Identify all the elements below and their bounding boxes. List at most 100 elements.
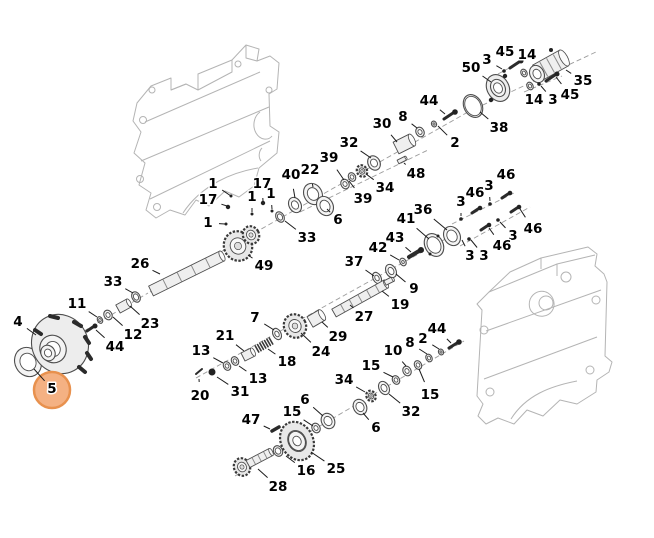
part-number-label[interactable]: 45 [559,86,581,105]
part-number-label[interactable]: 19 [389,296,411,315]
leader-line [349,304,354,309]
part-number-label[interactable]: 4 [12,313,24,332]
part-number-label[interactable]: 6 [332,211,344,230]
part-number-label[interactable]: 18 [276,353,298,372]
part-number-label[interactable]: 1 [202,214,214,233]
part-ring-inner [415,362,421,368]
part-ring-inner [464,95,482,117]
part-number-label[interactable]: 7 [249,309,261,328]
part-number-label[interactable]: 30 [371,115,393,134]
part-number-label[interactable]: 8 [404,334,416,353]
part-number-label[interactable]: 23 [139,315,161,334]
highlight-marker[interactable] [32,370,72,410]
part-number-label[interactable]: 44 [418,92,440,111]
part-number-label[interactable]: 15 [419,386,441,405]
part-number-label[interactable]: 25 [325,460,347,479]
part-number-label[interactable]: 39 [352,190,374,209]
part-number-label[interactable]: 1 [207,175,219,194]
part-number-label[interactable]: 5 [46,380,58,399]
part-number-label[interactable]: 24 [310,343,332,362]
part-number-label[interactable]: 34 [333,371,355,390]
part-number-label[interactable]: 3 [464,247,476,266]
part-number-label[interactable]: 3 [455,193,467,212]
part-number-label[interactable]: 41 [395,210,417,229]
part-number-label[interactable]: 14 [516,46,538,65]
housing-left-outline [182,167,259,214]
part-number-label[interactable]: 6 [370,419,382,438]
part-fastener-dot [502,69,506,73]
part-number-label[interactable]: 34 [374,179,396,198]
part-number-label[interactable]: 14 [523,91,545,110]
part-number-label[interactable]: 17 [251,175,273,194]
part-gear-bore [248,232,254,238]
part-fastener-dot [496,218,500,222]
leader-line [418,348,428,355]
part-number-label[interactable]: 3 [478,247,490,266]
housing-left-boss [234,60,242,68]
part-ring-inner [417,129,423,135]
part-number-label[interactable]: 2 [417,330,429,349]
part-number-label[interactable]: 47 [240,411,262,430]
part-number-label[interactable]: 3 [481,51,493,70]
part-number-label[interactable]: 31 [229,383,251,402]
part-number-label[interactable]: 3 [507,227,519,246]
part-number-label[interactable]: 26 [129,255,151,274]
part-number-label[interactable]: 15 [360,357,382,376]
part-number-label[interactable]: 45 [494,43,516,62]
part-number-label[interactable]: 44 [104,338,126,357]
part-number-label[interactable]: 40 [280,166,302,185]
part-number-label[interactable]: 33 [296,229,318,248]
part-number-label[interactable]: 36 [412,201,434,220]
part-number-label[interactable]: 10 [382,342,404,361]
leader-line [499,221,506,229]
part-number-label[interactable]: 15 [281,403,303,422]
part-number-label[interactable]: 1 [246,188,258,207]
part-cylinder-cap [404,155,408,161]
part-number-label[interactable]: 48 [405,165,427,184]
part-number-label[interactable]: 6 [299,391,311,410]
part-number-label[interactable]: 35 [572,72,594,91]
part-number-label[interactable]: 38 [488,119,510,138]
part-number-label[interactable]: 46 [495,166,517,185]
part-number-label[interactable]: 46 [491,237,513,256]
part-number-label[interactable]: 32 [338,134,360,153]
part-number-label[interactable]: 21 [214,327,236,346]
part-number-label[interactable]: 22 [299,161,321,180]
part-number-label[interactable]: 12 [122,326,144,345]
part-number-label[interactable]: 50 [460,59,482,78]
part-number-label[interactable]: 27 [353,308,375,327]
leader-line [303,419,314,427]
leader-line [405,246,412,253]
part-number-label[interactable]: 16 [295,462,317,481]
part-number-label[interactable]: 29 [327,328,349,347]
part-number-label[interactable]: 44 [426,320,448,339]
part-ring-inner [43,348,53,358]
part-cylinder-rib [257,454,262,462]
part-fastener-dot [516,204,522,210]
part-number-label[interactable]: 3 [483,177,495,196]
part-number-label[interactable]: 11 [66,295,88,314]
part-pin [85,351,93,361]
part-number-label[interactable]: 17 [197,191,219,210]
part-number-label[interactable]: 32 [400,403,422,422]
part-number-label[interactable]: 42 [367,239,389,258]
part-number-label[interactable]: 13 [190,342,212,361]
part-number-label[interactable]: 2 [449,134,461,153]
part-number-label[interactable]: 9 [408,280,420,299]
part-number-label[interactable]: 3 [547,91,559,110]
part-number-label[interactable]: 46 [522,220,544,239]
part-number-label[interactable]: 8 [397,108,409,127]
part-ring-inner [374,274,380,282]
part-ring-inner [532,68,542,80]
part-number-label[interactable]: 1 [265,185,277,204]
leader-line [365,269,375,277]
part-number-label[interactable]: 46 [464,184,486,203]
part-number-label[interactable]: 39 [318,149,340,168]
part-number-label[interactable]: 28 [267,478,289,497]
part-number-label[interactable]: 37 [343,253,365,272]
part-number-label[interactable]: 49 [253,257,275,276]
part-number-label[interactable]: 13 [247,370,269,389]
part-number-label[interactable]: 20 [189,387,211,406]
part-number-label[interactable]: 33 [102,273,124,292]
part-number-label[interactable]: 43 [384,229,406,248]
